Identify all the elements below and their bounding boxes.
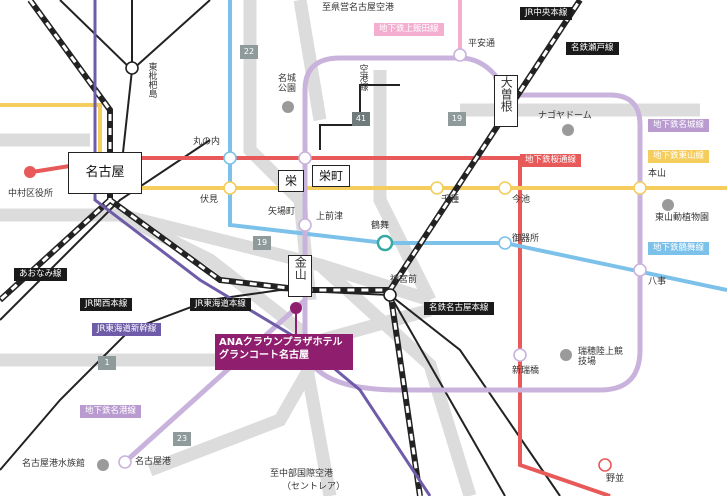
route-shield-19a: 19	[448, 112, 466, 126]
label-gokiso: 御器所	[512, 234, 540, 244]
tag-jr-tokaido: JR東海道本線	[190, 298, 251, 311]
label-to-centrair: 至中部国際空港	[270, 469, 334, 479]
label-mizuho: 瑞穂陸上競技場	[578, 347, 624, 367]
tag-meiko: 地下鉄名港線	[80, 405, 142, 418]
station-sakae: 栄	[278, 170, 304, 192]
label-yagoto: 八事	[648, 277, 667, 287]
hotel-label: ANAクラウンプラザホテル グランコート名古屋	[215, 334, 353, 370]
label-higashi-biwajima: 東枇杷島	[146, 62, 157, 98]
tag-meitetsu-seto: 名鉄瀬戸線	[566, 42, 619, 55]
label-motoyama: 本山	[648, 169, 667, 179]
label-marunouchi: 丸の内	[193, 137, 221, 147]
tag-meijo: 地下鉄名城線	[648, 119, 710, 132]
route-shield-22: 22	[240, 45, 258, 59]
label-chikusa: 千種	[441, 195, 460, 205]
label-kuko-line: 空港線	[357, 64, 368, 91]
route-shield-23: 23	[173, 432, 191, 446]
label-jingumae: 神宮前	[390, 275, 418, 285]
hotel-name-line2: グランコート名古屋	[219, 349, 309, 361]
tag-kamiiida: 地下鉄上飯田線	[374, 23, 444, 36]
label-kamimaezu: 上前津	[316, 212, 344, 222]
label-to-airport: 至県営名古屋空港	[322, 3, 395, 13]
label-higashiyama-zoo: 東山動植物園	[655, 213, 710, 223]
tag-higashiyama: 地下鉄東山線	[648, 150, 710, 163]
label-fushimi: 伏見	[200, 195, 219, 205]
label-yabacho: 矢場町	[268, 207, 296, 217]
tag-jr-shinkansen: JR東海道新幹線	[92, 323, 162, 336]
tag-jr-chuo: JR中央本線	[520, 7, 573, 20]
tag-aonami: あおなみ線	[14, 268, 67, 281]
label-nonami: 野並	[606, 474, 625, 484]
station-sakaemachi: 栄町	[312, 165, 350, 187]
label-imaike: 今池	[512, 195, 531, 205]
label-meijo-koen: 名城公園	[278, 74, 297, 94]
label-tsurumai: 鶴舞	[371, 221, 390, 231]
tag-tsurumai: 地下鉄鶴舞線	[648, 242, 710, 255]
tag-sakuradori: 地下鉄桜通線	[520, 154, 582, 167]
station-sakae-label: 栄	[284, 174, 297, 188]
station-sakaemachi-label: 栄町	[318, 169, 343, 183]
route-shield-19b: 19	[253, 236, 271, 250]
label-heian-dori: 平安通	[468, 39, 496, 49]
label-aratamabashi: 新瑞橋	[512, 366, 540, 376]
label-nakamura: 中村区役所	[8, 189, 54, 199]
tag-jr-kansai: JR関西本線	[80, 298, 133, 311]
station-nagoya: 名古屋	[68, 152, 142, 194]
station-kanayama: 金山	[288, 255, 312, 297]
route-shield-41: 41	[352, 112, 370, 126]
tag-meitetsu-nagoya: 名鉄名古屋本線	[424, 302, 494, 315]
label-nagoya-dome: ナゴヤドーム	[538, 111, 592, 121]
station-kanayama-label: 金山	[293, 256, 308, 280]
label-centrair-sub: （セントレア）	[282, 482, 346, 492]
hotel-name-line1: ANAクラウンプラザホテル	[219, 337, 343, 348]
station-ozone: 大曽根	[494, 75, 518, 127]
station-ozone-label: 大曽根	[499, 76, 514, 112]
station-nagoya-label: 名古屋	[85, 165, 125, 180]
route-shield-1: 1	[98, 356, 116, 370]
label-nagoyako: 名古屋港	[135, 457, 172, 467]
label-aquarium: 名古屋港水族館	[22, 459, 86, 469]
